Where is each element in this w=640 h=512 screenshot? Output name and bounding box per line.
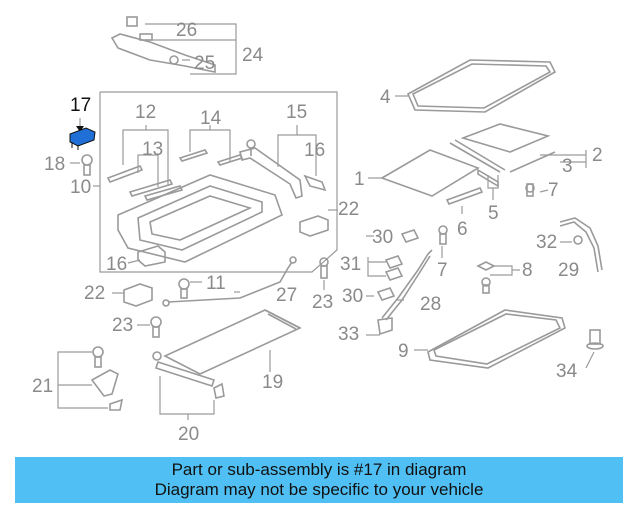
callout-17: 17: [70, 95, 91, 116]
parts-12-15-rails: [106, 125, 327, 201]
callout-26: 26: [176, 20, 197, 41]
callout-23-left: 23: [112, 315, 133, 336]
callout-7-lower: 7: [437, 260, 448, 281]
part-29-32-hose: [559, 217, 603, 273]
part-27-cable: [162, 256, 297, 307]
callout-16-upper: 16: [304, 140, 325, 161]
part-11-screw: [178, 278, 202, 299]
callout-16-lower: 16: [106, 254, 127, 275]
callout-4: 4: [380, 87, 391, 108]
callout-6: 6: [457, 219, 468, 240]
banner-line-2: Diagram may not be specific to your vehi…: [154, 480, 484, 499]
part-34-grommet: [586, 329, 604, 350]
callout-14: 14: [200, 108, 222, 129]
part-18-screw: [70, 154, 93, 176]
callout-labels: 17 26 24 25 12 14 15 13 16 18 10 22 16 1…: [32, 20, 603, 445]
part-22-upper: [299, 209, 338, 237]
parts-diagram: 17 26 24 25 12 14 15 13 16 18 10 22 16 1…: [32, 16, 604, 445]
part-7-screws: [438, 183, 535, 245]
callout-25: 25: [194, 53, 215, 74]
part-20-bar: [152, 351, 225, 420]
callout-1: 1: [354, 169, 365, 190]
callout-18: 18: [44, 154, 65, 175]
part-17-shape: [69, 127, 96, 147]
part-28-drain-hose: [377, 249, 433, 336]
banner-line-1: Part or sub-assembly is #17 in diagram: [171, 460, 467, 479]
callout-22-lower: 22: [84, 283, 105, 304]
callout-30-upper: 30: [372, 227, 393, 248]
sunroof-frame: [117, 174, 283, 263]
callout-13: 13: [142, 139, 163, 160]
callout-15: 15: [286, 102, 307, 123]
part-24-rail: [110, 16, 237, 75]
callout-5: 5: [488, 203, 499, 224]
part-8-screws: [476, 261, 520, 294]
callout-8: 8: [522, 260, 533, 281]
part-22-lower: [112, 283, 153, 307]
callout-2: 2: [592, 145, 603, 166]
part-30-31-clips: [367, 229, 420, 301]
callout-9: 9: [398, 341, 409, 362]
part-19-sunshade: [163, 309, 302, 375]
assembly-frame-box: [99, 91, 338, 273]
callout-30-lower: 30: [342, 286, 363, 307]
part-16-clip: [127, 245, 166, 267]
part-21-clips: [57, 346, 124, 411]
callout-31: 31: [340, 254, 361, 275]
callout-22-upper: 22: [338, 199, 359, 220]
label-leaders: [234, 189, 595, 369]
callout-10: 10: [70, 177, 91, 198]
part-5-6-strips: [445, 175, 499, 214]
callout-32: 32: [536, 232, 557, 253]
part-17-highlighted: [69, 118, 96, 150]
callout-23-right: 23: [312, 292, 333, 313]
callout-27: 27: [276, 285, 297, 306]
callout-7-upper: 7: [548, 180, 559, 201]
callout-24: 24: [242, 45, 264, 66]
callout-19: 19: [262, 372, 283, 393]
callout-12: 12: [135, 102, 156, 123]
callout-28: 28: [420, 294, 441, 315]
info-banner: Part or sub-assembly is #17 in diagram D…: [15, 457, 623, 503]
callout-11: 11: [206, 273, 226, 294]
part-23-screws: [137, 257, 329, 338]
part-4-glass-seal: [395, 59, 557, 113]
callout-29: 29: [558, 260, 579, 281]
callout-3: 3: [562, 156, 573, 177]
callout-34: 34: [556, 361, 578, 382]
callout-21: 21: [32, 376, 53, 397]
callout-20: 20: [178, 424, 199, 445]
part-9-frame-seal: [414, 309, 566, 369]
part-2-glass-panel: [449, 123, 587, 173]
callout-33: 33: [338, 324, 359, 345]
